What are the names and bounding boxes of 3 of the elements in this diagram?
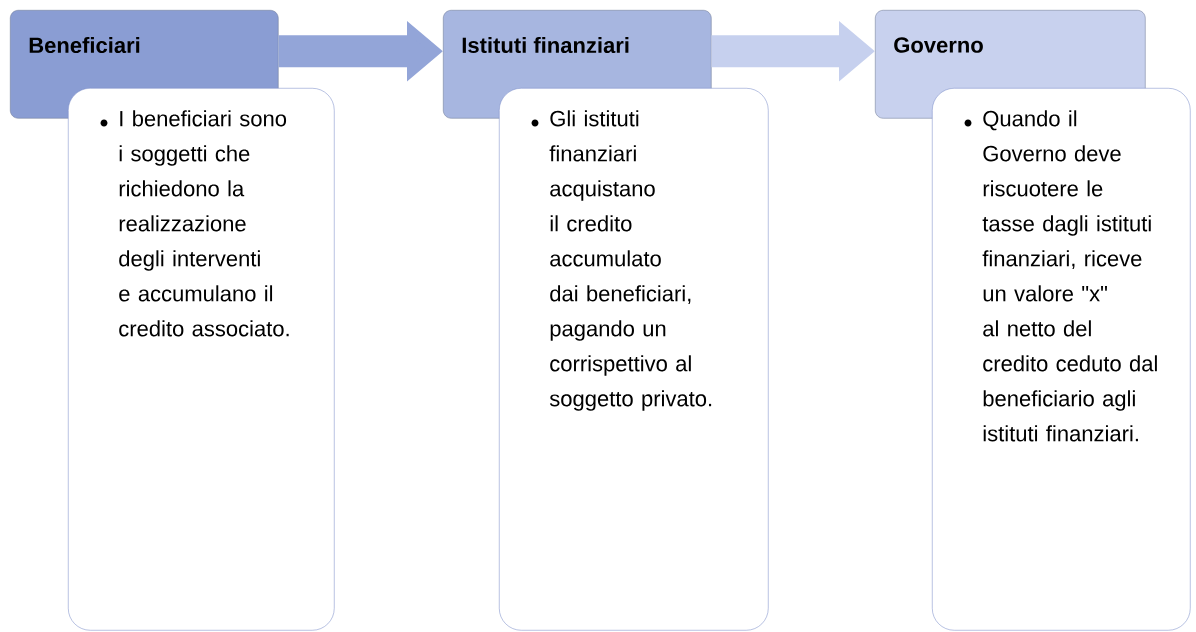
bullet-card: Quando il Governo deve riscuotere le tasse dagli istituti finanziari, riceve un valore "x" al netto del credito ceduto dal beneficiario agli istituti finanziari. xyxy=(932,88,1191,631)
bullet-card: I beneficiari sono i soggetti che richiedono la realizzazione degli interventi e accumulano il credito associato. xyxy=(68,88,335,631)
bullet-card: Gli istituti finanziari acquistano il credito accumulato dai beneficiari, pagando un corrispettivo al soggetto privato. xyxy=(499,88,769,631)
